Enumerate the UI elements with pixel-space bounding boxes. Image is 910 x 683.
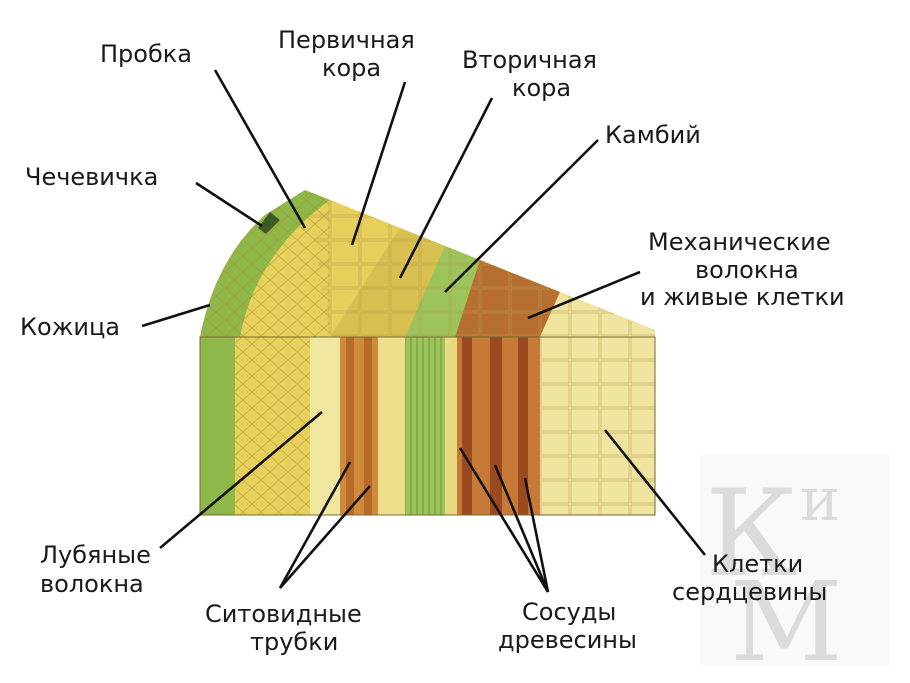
svg-text:М: М <box>730 558 843 683</box>
stem-top-face <box>200 190 655 337</box>
svg-text:К: К <box>705 465 798 604</box>
svg-text:и: и <box>800 465 840 535</box>
label-mech-fibers-1: Механические <box>648 228 831 256</box>
watermark-logo: К и М <box>700 455 890 683</box>
label-wood-vessels-1: Сосуды <box>522 598 616 626</box>
label-pith-cells-2: сердцевины <box>672 578 827 606</box>
label-primary-cortex-1: Первичная <box>278 26 415 54</box>
label-mech-fibers-2: волокна <box>695 256 799 284</box>
label-mech-fibers-3: и живые клетки <box>640 283 845 311</box>
label-bast-fibers-1: Лубяные <box>40 541 151 569</box>
label-secondary-cortex-1: Вторичная <box>462 46 597 74</box>
label-primary-cortex-2: кора <box>322 54 381 82</box>
label-wood-vessels-2: древесины <box>498 626 637 654</box>
label-epidermis: Кожица <box>20 313 120 341</box>
label-pith-cells-1: Клетки <box>712 550 803 578</box>
label-cambium: Камбий <box>605 121 701 149</box>
label-bast-fibers-2: волокна <box>40 570 144 598</box>
label-lenticel: Чечевичка <box>25 163 158 191</box>
label-sieve-tubes-2: трубки <box>250 628 338 656</box>
stem-front-face <box>199 336 656 516</box>
label-cork: Пробка <box>100 40 192 68</box>
label-secondary-cortex-2: кора <box>512 74 571 102</box>
leader-lines <box>141 69 707 593</box>
label-sieve-tubes-1: Ситовидные <box>205 600 362 628</box>
lenticel-mark <box>258 212 280 234</box>
